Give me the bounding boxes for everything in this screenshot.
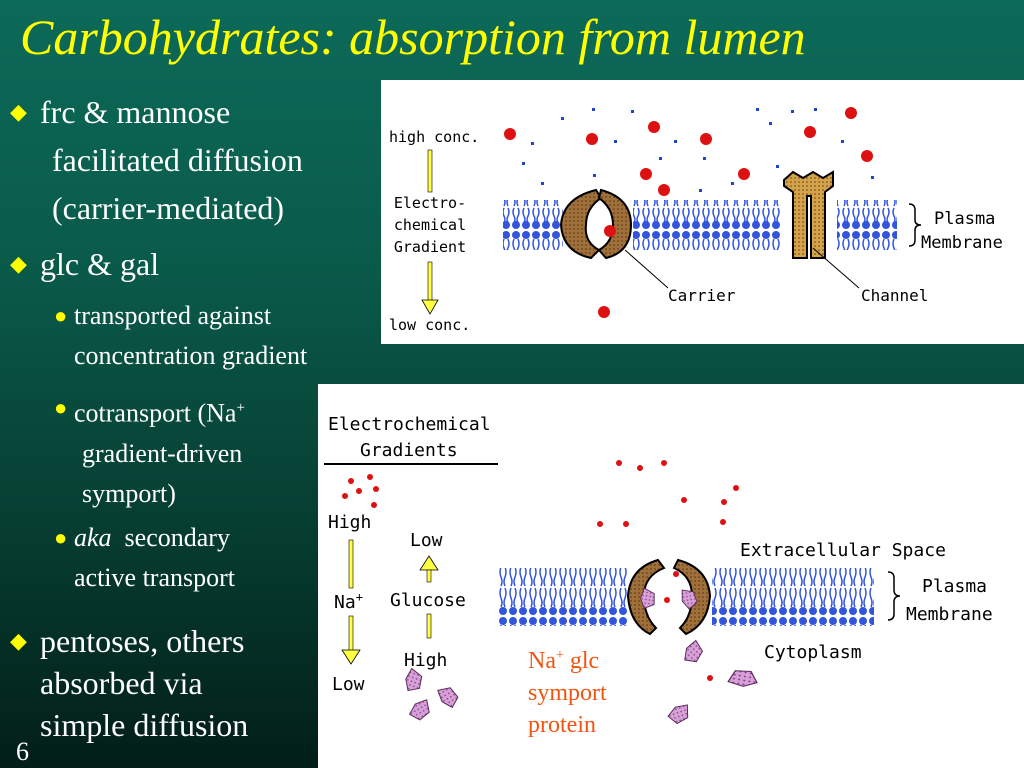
bound-sodium [673,571,679,577]
annotation-text: Na [528,648,556,674]
carrier-protein-right [597,188,633,260]
bullet-text: simple diffusion [40,707,249,743]
na-high-label: High [328,512,371,533]
diamond-bullet-icon: ◆ [10,251,27,276]
solute-molecule [604,225,616,237]
gradient-label-2: chemical [394,216,466,234]
up-arrow-icon [419,555,439,571]
subbullet-text: symport) [82,478,176,508]
low-conc-label: low conc. [389,316,470,334]
dot-bullet-icon: ● [54,303,68,328]
annotation-text: symport [528,680,607,706]
diagram-facilitated-diffusion: high conc. Electro- chemical Gradient lo… [381,80,1024,344]
subbullet-text: active transport [74,563,235,592]
gradient-label-3: Gradient [394,238,466,256]
membrane-label: Membrane [906,604,993,625]
carrier-protein-left [559,188,603,260]
bullet-text: glc & gal [40,246,160,282]
cytoplasm-label: Cytoplasm [764,642,862,663]
gradient-arrow-top [427,149,433,193]
gradients-heading-2: Gradients [360,440,458,461]
na-arrow-top [348,539,354,589]
bullet-text: facilitated diffusion [52,142,303,178]
page-number: 6 [16,737,29,766]
lipid-bilayer [712,568,874,626]
subbullet-text: concentration gradient [74,341,308,370]
membrane-diagram-1: high conc. Electro- chemical Gradient lo… [389,107,1003,334]
na-low-label: Low [332,674,365,695]
cytoplasm-glucose [665,638,760,727]
membrane-label: Membrane [921,233,1003,253]
lipid-bilayer [499,568,627,626]
bullet-glucose: ◆ glc & gal [10,240,380,288]
lipid-bilayer [837,200,897,250]
glucose-label: Glucose [390,590,466,611]
bullet-text: frc & mannose [40,94,231,130]
channel-leader-line [812,247,860,289]
diamond-bullet-icon: ◆ [10,99,27,124]
small-molecules [522,108,874,192]
subbullet-aka: ● aka secondary active transport [54,518,314,598]
bound-sodium [664,597,670,603]
channel-protein [783,170,834,259]
cytoplasm-sodium [707,675,713,681]
solute-molecules [504,107,873,318]
symport-protein-annotation: Na+ glc symport protein [528,640,648,741]
subbullet-text: gradient-driven [82,438,243,468]
superscript: + [555,648,564,663]
bullet-pentoses: ◆ pentoses, others absorbed via simple d… [10,620,320,746]
na-arrow-shaft [348,615,354,653]
high-conc-label: high conc. [389,128,479,146]
plasma-label: Plasma [922,576,987,597]
plasma-label: Plasma [934,209,995,229]
glucose-high-label: High [404,650,447,671]
glucose-low-label: Low [410,530,443,551]
gradient-arrow-shaft [427,261,433,303]
superscript: + [236,400,245,416]
bullet-fructose: ◆ frc & mannose facilitated diffusion (c… [10,88,380,232]
extracellular-sodium [597,460,739,527]
glucose-arrow-top [426,569,432,583]
annotation-text: glc [563,648,600,674]
bullet-text: (carrier-mediated) [52,190,285,226]
slide-title: Carbohydrates: absorption from lumen [20,9,806,65]
dot-bullet-icon: ● [54,525,68,550]
membrane-diagram-2: Electrochemical Gradients High Na+ Low L… [324,414,993,727]
extracellular-label: Extracellular Space [740,540,946,561]
down-arrow-icon [341,649,361,665]
down-arrow-icon [421,299,439,315]
lipid-bilayer [633,200,781,250]
subbullet-text: cotransport (Na [74,398,237,428]
subbullet-text: secondary [124,523,230,552]
subbullet-text: transported against [74,301,272,330]
bullet-text: pentoses, others [40,623,245,659]
subbullet-italic: aka [74,523,112,552]
gradients-heading-1: Electrochemical [328,414,491,435]
glucose-molecules [401,667,462,724]
gradient-label-1: Electro- [394,194,466,212]
lipid-bilayer [503,200,563,250]
channel-label: Channel [861,286,928,305]
bracket-icon [908,203,922,247]
na-label: Na+ [334,590,363,613]
bracket-icon [887,571,901,621]
carrier-leader-line [624,249,669,289]
glucose-arrow-shaft [426,613,432,639]
symport-protein-left [626,558,666,636]
carrier-label: Carrier [668,286,736,305]
dot-bullet-icon: ● [54,395,68,420]
bullet-text: absorbed via [40,665,203,701]
diamond-bullet-icon: ◆ [10,628,27,653]
annotation-text: protein [528,712,596,738]
subbullet-cotransport: ● cotransport (Na+ gradient-driven sympo… [54,388,314,514]
subbullet-against-gradient: ● transported against concentration grad… [54,296,384,376]
diagram-symport: Electrochemical Gradients High Na+ Low L… [318,384,1024,768]
sodium-ions [342,474,379,508]
